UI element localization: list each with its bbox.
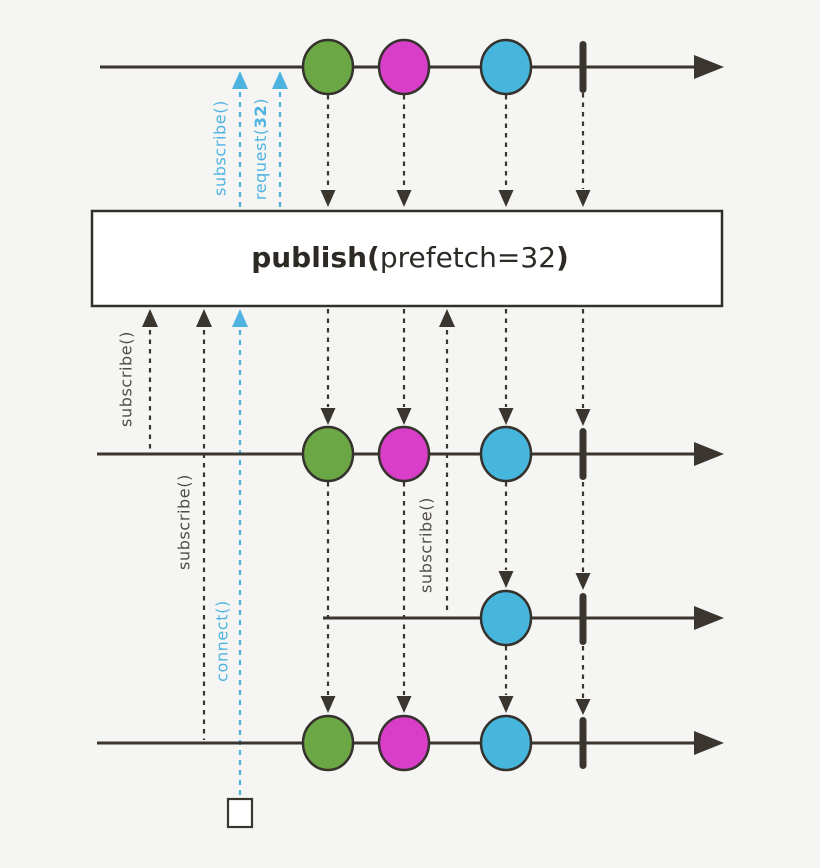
emission-arrows-subscriber-2 <box>498 482 591 590</box>
arrowhead-down-icon <box>575 409 591 426</box>
arrowhead-up-icon <box>232 71 248 89</box>
timeline-arrowhead-icon <box>694 55 724 79</box>
arrowhead-down-icon <box>498 571 514 588</box>
connect-square <box>226 797 254 829</box>
operator-box-rect <box>90 209 724 308</box>
marble-green <box>301 38 355 96</box>
publish-operator-box: publish(prefetch=32) <box>90 209 724 308</box>
subscribe-arrow-2 <box>196 309 212 740</box>
complete-bar <box>579 428 587 480</box>
complete-bar <box>579 717 587 769</box>
arrowhead-down-icon <box>575 699 591 715</box>
connect-arrow <box>232 309 248 797</box>
subscriber-1-timeline <box>97 425 724 483</box>
arrowhead-up-icon <box>272 71 288 89</box>
arrowhead-down-icon <box>320 408 336 425</box>
complete-bar <box>579 593 587 645</box>
arrowhead-down-icon <box>320 190 336 207</box>
arrowhead-down-icon <box>498 696 514 713</box>
timeline-arrowhead-icon <box>694 606 724 630</box>
arrowhead-down-icon <box>396 696 412 713</box>
request-label-open: request( <box>251 128 270 200</box>
arrowhead-down-icon <box>320 696 336 713</box>
arrowhead-up-icon <box>439 309 455 327</box>
marble-magenta <box>377 425 431 483</box>
arrowhead-down-icon <box>575 190 591 207</box>
subscribe-source-label: subscribe() <box>211 100 230 196</box>
request-label-value: 32 <box>251 105 270 128</box>
arrowhead-down-icon <box>575 573 591 590</box>
source-timeline <box>100 38 724 96</box>
subscriber-3-timeline <box>97 714 724 772</box>
marble-blue <box>479 38 533 96</box>
timeline-arrowhead-icon <box>694 442 724 466</box>
request-label: request(32) <box>251 98 270 200</box>
arrowhead-up-icon <box>232 309 248 327</box>
emission-arrows-into-box <box>320 93 591 207</box>
marble-blue <box>479 589 533 647</box>
request-arrow <box>272 71 288 209</box>
arrowhead-down-icon <box>498 190 514 207</box>
subscribe-2-label: subscribe() <box>175 474 194 570</box>
operator-label-open: publish( <box>251 241 380 274</box>
arrowhead-down-icon <box>396 408 412 425</box>
connect-label: connect() <box>213 600 232 682</box>
subscribe-arrow-3 <box>439 309 455 614</box>
marble-green <box>301 425 355 483</box>
emission-arrows-subscriber-1 <box>320 309 591 426</box>
subscriber-2-timeline <box>323 589 724 647</box>
arrowhead-up-icon <box>196 309 212 327</box>
operator-label-arg: prefetch=32 <box>380 241 556 274</box>
subscribe-arrow-1 <box>142 309 158 451</box>
marble-magenta <box>377 714 431 772</box>
arrowhead-down-icon <box>396 190 412 207</box>
timeline-arrowhead-icon <box>694 731 724 755</box>
operator-label-close: ) <box>556 241 569 274</box>
arrowhead-down-icon <box>498 408 514 425</box>
request-label-close: ) <box>251 98 270 105</box>
emission-arrows-subscriber-3 <box>320 482 591 715</box>
subscribe-arrow-source <box>232 71 248 209</box>
marble-blue <box>479 425 533 483</box>
subscribe-3-label: subscribe() <box>417 497 436 593</box>
marble-blue <box>479 714 533 772</box>
operator-label: publish(prefetch=32) <box>251 241 569 274</box>
subscribe-1-label: subscribe() <box>117 331 136 427</box>
complete-bar <box>579 41 587 93</box>
arrowhead-up-icon <box>142 309 158 327</box>
marble-green <box>301 714 355 772</box>
marble-magenta <box>377 38 431 96</box>
